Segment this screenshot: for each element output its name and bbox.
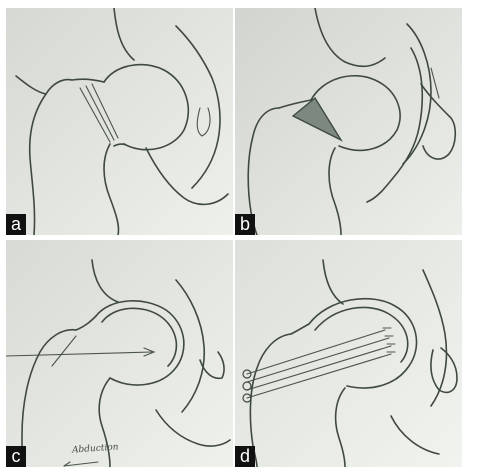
panel-label: c [6,446,26,467]
panel-label: d [235,446,255,467]
panel-label: b [235,214,255,235]
hip-sketch-b [235,8,462,235]
panel-label: a [6,214,26,235]
panel-b: b [235,8,462,235]
panel-a: a [6,8,233,235]
hip-sketch-a [6,8,233,235]
panel-c: Abduction c [6,240,233,467]
hip-sketch-d [235,240,462,467]
hip-sketch-c [6,240,233,467]
panel-d: d [235,240,462,467]
